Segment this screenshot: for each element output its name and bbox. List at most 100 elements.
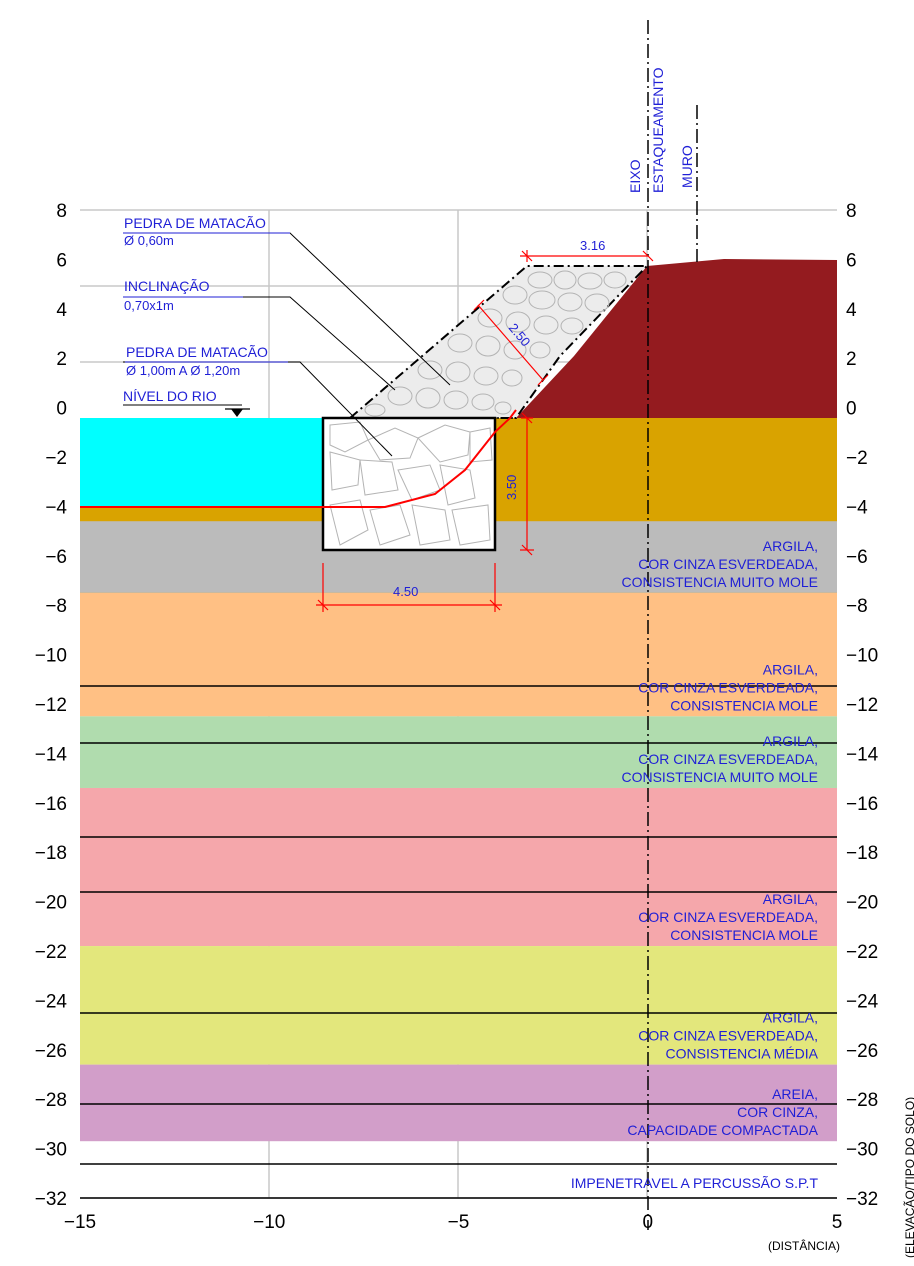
dimension-lines	[316, 250, 654, 612]
y-tick-right: −8	[846, 596, 868, 617]
y-tick-right: 6	[846, 250, 857, 271]
layer-1-label-line-2: COR CINZA ESVERDEADA,	[638, 556, 818, 572]
soil-layer-3	[80, 716, 837, 788]
y-tick-left: −30	[35, 1140, 67, 1161]
y-axis-label: (ELEVAÇÃO/TIPO DO SOLO)	[903, 1097, 914, 1258]
layer-6-label-line-3: CAPACIDADE COMPACTADA	[627, 1122, 818, 1138]
y-tick-left: −20	[35, 893, 67, 914]
y-tick-right: −16	[846, 794, 878, 815]
y-tick-left: −16	[35, 794, 67, 815]
y-tick-left: −28	[35, 1090, 67, 1111]
y-tick-right: −28	[846, 1090, 878, 1111]
water-level-icon	[225, 408, 250, 417]
y-tick-right: −2	[846, 448, 868, 469]
layer-2-label-line-1: ARGILA,	[763, 661, 818, 677]
y-tick-left: 6	[56, 250, 67, 271]
y-tick-left: 0	[56, 399, 67, 420]
layer-1-label-line-3: CONSISTENCIA MUITO MOLE	[621, 574, 818, 590]
layer-boundaries	[80, 685, 837, 1165]
pedra-label-1: PEDRA DE MATACÃO	[124, 215, 266, 231]
y-tick-right: −26	[846, 1041, 878, 1062]
dim-base-width: 4.50	[393, 584, 418, 599]
x-tick: −10	[253, 1212, 285, 1233]
y-tick-right: −22	[846, 942, 878, 963]
layer-3-label-line-3: CONSISTENCIA MUITO MOLE	[621, 769, 818, 785]
y-tick-right: −14	[846, 744, 879, 765]
y-tick-right: −6	[846, 547, 868, 568]
layer-3-label-line-2: COR CINZA ESVERDEADA,	[638, 751, 818, 767]
y-tick-left: −6	[45, 547, 67, 568]
y-tick-left: −2	[45, 448, 67, 469]
y-tick-right: −4	[846, 497, 868, 518]
dim-top-width: 3.16	[580, 238, 605, 253]
rock-texture	[364, 270, 627, 417]
boulder-texture	[329, 421, 493, 546]
layer-4-label-line-1: ARGILA,	[763, 891, 818, 907]
pedra-label-2: PEDRA DE MATACÃO	[126, 344, 268, 360]
y-tick-left: −18	[35, 843, 67, 864]
soil-layer-2	[80, 592, 837, 717]
y-tick-right: 2	[846, 349, 857, 370]
layer-5-label-line-1: ARGILA,	[763, 1010, 818, 1026]
muro-label: MURO	[679, 145, 695, 188]
x-tick: 0	[642, 1212, 653, 1233]
layer-4-label-line-3: CONSISTENCIA MOLE	[670, 927, 818, 943]
y-tick-right: −24	[846, 991, 879, 1012]
y-tick-left: −8	[45, 596, 67, 617]
x-axis-ticks: −15 −10 −5 0 5	[64, 1212, 842, 1233]
layer-3-label-line-1: ARGILA,	[763, 733, 818, 749]
y-tick-right: −18	[846, 843, 878, 864]
inclinacao-label: INCLINAÇÃO	[124, 278, 210, 294]
dim-depth: 3.50	[504, 475, 519, 500]
x-axis-label: (DISTÂNCIA)	[768, 1238, 840, 1253]
y-tick-right: −32	[846, 1189, 878, 1210]
layer-2-label-line-3: CONSISTENCIA MOLE	[670, 697, 818, 713]
soil-layers	[80, 521, 837, 1142]
nivel-rio-label: NÍVEL DO RIO	[123, 388, 217, 404]
y-tick-left: −24	[35, 991, 68, 1012]
soil-layer-5	[80, 946, 837, 1065]
y-tick-left: −32	[35, 1189, 67, 1210]
y-tick-left: 8	[56, 201, 67, 222]
embankment	[516, 259, 837, 418]
y-tick-left: −14	[35, 744, 68, 765]
y-tick-left: −22	[35, 942, 67, 963]
y-tick-left: 2	[56, 349, 67, 370]
x-tick: −5	[448, 1212, 470, 1233]
bottom-note: IMPENETRAVEL A PERCUSSÃO S.P.T	[571, 1175, 819, 1191]
y-tick-right: 0	[846, 399, 857, 420]
river-water	[80, 418, 323, 507]
layer-5-label-line-3: CONSISTENCIA MÉDIA	[666, 1046, 819, 1062]
y-tick-left: 4	[56, 300, 67, 321]
y-tick-left: −12	[35, 695, 67, 716]
y-tick-right: −12	[846, 695, 878, 716]
y-tick-left: −26	[35, 1041, 67, 1062]
y-tick-right: −20	[846, 893, 878, 914]
layer-1-label-line-1: ARGILA,	[763, 538, 818, 554]
layer-6-label-line-1: AREIA,	[772, 1086, 818, 1102]
eixo-label-1: EIXO	[627, 159, 643, 193]
soil-layer-6	[80, 1064, 837, 1142]
inclinacao-value: 0,70x1m	[124, 298, 174, 313]
x-tick: 5	[832, 1212, 843, 1233]
annotation-underlines	[123, 232, 290, 363]
y-tick-right: −10	[846, 646, 878, 667]
y-tick-right: −30	[846, 1140, 878, 1161]
y-tick-right: 4	[846, 300, 857, 321]
y-tick-left: −10	[35, 646, 67, 667]
y-tick-left: −4	[45, 497, 67, 518]
pedra-diameter-1: Ø 0,60m	[124, 233, 174, 248]
soil-layer-4	[80, 787, 837, 947]
layer-5-label-line-2: COR CINZA ESVERDEADA,	[638, 1028, 818, 1044]
boulder-trench	[321, 416, 497, 552]
x-tick: −15	[64, 1212, 96, 1233]
original-ground-line	[80, 409, 517, 508]
layer-4-label-line-2: COR CINZA ESVERDEADA,	[638, 909, 818, 925]
layer-labels: ARGILA, COR CINZA ESVERDEADA, CONSISTENCIA…	[621, 538, 818, 1138]
layer-6-label-line-2: COR CINZA,	[737, 1104, 818, 1120]
pedra-diameter-2: Ø 1,00m A Ø 1,20m	[126, 363, 240, 378]
eixo-label-2: ESTAQUEAMENTO	[650, 67, 666, 193]
layer-2-label-line-2: COR CINZA ESVERDEADA,	[638, 679, 818, 695]
